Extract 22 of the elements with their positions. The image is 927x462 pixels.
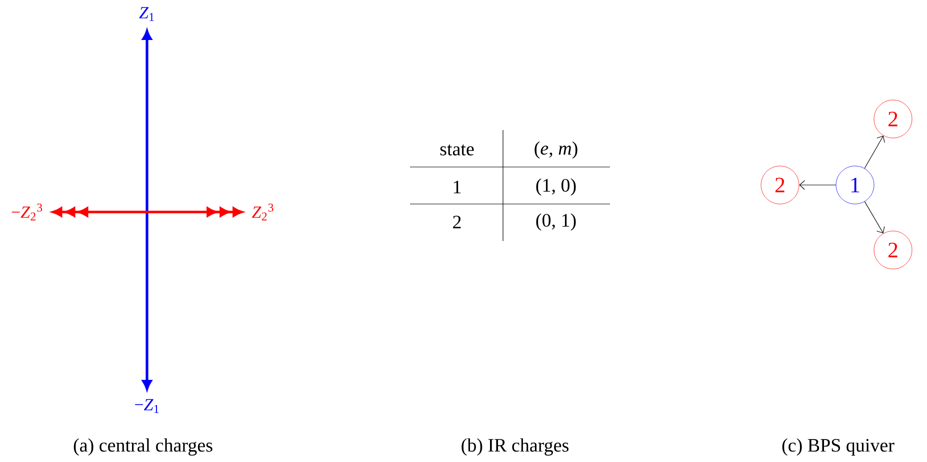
- arrow: [52, 207, 242, 217]
- table-header: state: [440, 144, 474, 156]
- arrow: [799, 180, 836, 190]
- quiver-node: 2: [874, 100, 912, 138]
- caption: (b) IR charges: [462, 438, 568, 456]
- table-cell: 2: [453, 216, 461, 228]
- charge-label: Z$_{2}$3: [252, 204, 274, 220]
- table-header: (e, m): [534, 141, 578, 159]
- charge-label: −Z$_{2}$3: [12, 204, 42, 220]
- arrow: [142, 30, 152, 390]
- quiver-node: 2: [874, 230, 912, 270]
- table-cell: (0, 1): [536, 213, 576, 231]
- charge-label: Z$_{1}$: [139, 7, 154, 21]
- arrow: [864, 201, 885, 234]
- caption: (c) BPS quiver: [782, 438, 894, 456]
- quiver-node: 2: [760, 166, 800, 204]
- caption: (a) central charges: [74, 438, 212, 456]
- quiver-node: 1: [836, 166, 874, 204]
- table-cell: (1, 0): [536, 178, 576, 196]
- charge-label: −Z$_{1}$: [135, 399, 159, 413]
- table-cell: 1: [454, 180, 461, 194]
- arrow: [864, 136, 885, 169]
